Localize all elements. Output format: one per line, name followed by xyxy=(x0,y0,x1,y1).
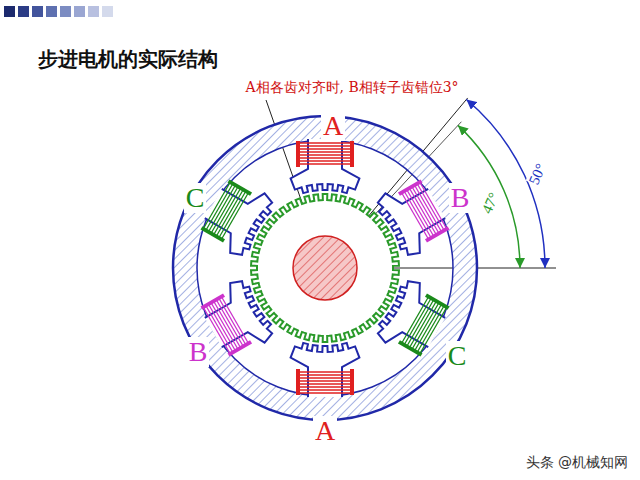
coil-winding xyxy=(415,186,441,231)
pole-outline xyxy=(291,139,360,193)
angle-label: 47° xyxy=(478,190,502,216)
coil-winding xyxy=(209,305,235,350)
stator-outline xyxy=(173,116,477,420)
coil-winding xyxy=(418,306,444,351)
stator-pole xyxy=(291,139,360,193)
phase-label: B xyxy=(449,183,472,214)
coil-winding xyxy=(219,192,245,237)
coil-side xyxy=(425,226,450,242)
coil-winding xyxy=(299,163,351,164)
deco-square xyxy=(102,6,113,17)
coil-side xyxy=(296,141,300,167)
coil-winding xyxy=(299,157,351,158)
coil-winding xyxy=(206,306,232,351)
deco-square xyxy=(60,6,71,17)
deco-square xyxy=(4,6,15,17)
coil-winding xyxy=(412,303,438,348)
coil-winding xyxy=(299,371,351,372)
watermark: 头条 @机械知网 xyxy=(526,455,628,470)
coil-winding xyxy=(217,190,243,235)
rotor-shaft xyxy=(293,236,357,300)
coil-winding xyxy=(410,189,436,234)
slide-title: 步进电机的实际结构 xyxy=(38,48,218,70)
coil-winding xyxy=(222,297,248,342)
coil-winding xyxy=(410,302,436,347)
coil-winding xyxy=(219,299,245,344)
coil-winding xyxy=(420,308,446,353)
coil-winding xyxy=(212,187,238,232)
stator-pole xyxy=(291,343,360,397)
deco-square xyxy=(18,6,29,17)
coil-winding xyxy=(217,300,243,345)
coil-winding xyxy=(299,148,351,149)
coil-winding xyxy=(299,380,351,381)
phase-label: C xyxy=(184,183,207,214)
coil-winding xyxy=(405,192,431,237)
coil-winding xyxy=(214,189,240,234)
coil-winding xyxy=(402,193,428,238)
coil-winding xyxy=(405,299,431,344)
phase-label: C xyxy=(446,341,469,372)
coil-winding xyxy=(299,151,351,152)
stator-inner xyxy=(197,140,453,396)
pole-outline xyxy=(291,343,360,397)
coil-winding xyxy=(299,160,351,161)
coil-side xyxy=(398,340,423,356)
coil-winding xyxy=(299,383,351,384)
deco-square xyxy=(74,6,85,17)
coil-side xyxy=(201,293,226,309)
phase-label: B xyxy=(187,337,210,368)
coil-winding xyxy=(299,389,351,390)
coil-winding xyxy=(299,386,351,387)
coil-side xyxy=(350,369,354,395)
coil-winding xyxy=(402,297,428,342)
coil-winding xyxy=(418,184,444,229)
coil-side xyxy=(228,179,253,195)
coil-winding xyxy=(299,154,351,155)
coil-side xyxy=(425,293,450,309)
deco-square xyxy=(88,6,99,17)
deco-square xyxy=(46,6,57,17)
coil-side xyxy=(296,369,300,395)
coil-side xyxy=(350,141,354,167)
coil-winding xyxy=(407,190,433,235)
coil-winding xyxy=(420,183,446,228)
phase-label: A xyxy=(313,416,337,447)
coil-side xyxy=(398,179,423,195)
coil-winding xyxy=(299,142,351,143)
phase-label: A xyxy=(321,111,345,142)
coil-winding xyxy=(299,374,351,375)
coil-winding xyxy=(212,303,238,348)
coil-winding xyxy=(214,302,240,347)
coil-side xyxy=(201,226,226,242)
coil-winding xyxy=(407,300,433,345)
coil-winding xyxy=(299,377,351,378)
coil-side xyxy=(228,340,253,356)
coil-winding xyxy=(412,187,438,232)
coil-winding xyxy=(209,186,235,231)
coil-winding xyxy=(206,184,232,229)
coil-winding xyxy=(299,392,351,393)
rotor-teeth xyxy=(251,194,399,342)
note-text: A相各齿对齐时, B相转子齿错位3° xyxy=(245,80,458,95)
coil-winding xyxy=(222,193,248,238)
coil-winding xyxy=(299,145,351,146)
stator-yoke xyxy=(173,116,477,420)
pole-fill xyxy=(291,343,360,397)
coil-winding xyxy=(415,305,441,350)
coil-winding xyxy=(204,183,230,228)
pole-fill xyxy=(291,139,360,193)
deco-square xyxy=(32,6,43,17)
